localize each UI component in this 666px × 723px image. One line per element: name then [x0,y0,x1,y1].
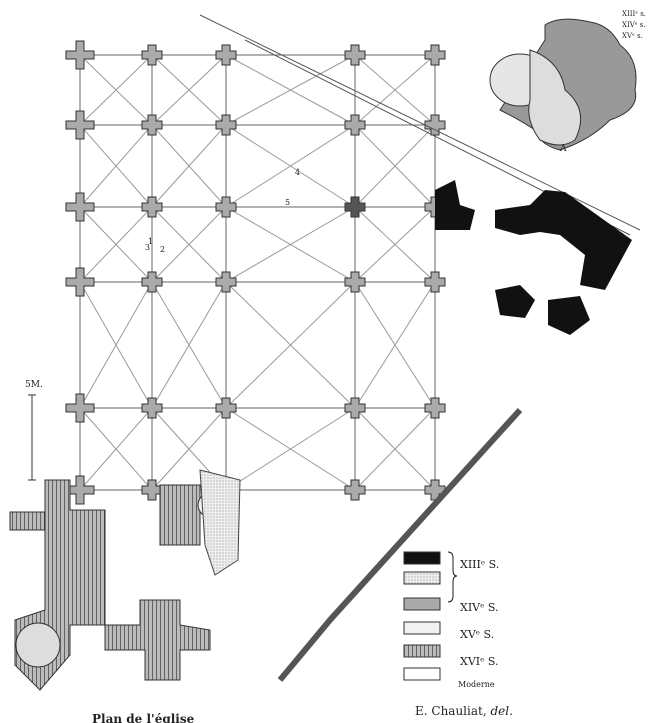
diagonal-rib [354,54,436,126]
diagonal-rib [79,281,153,409]
pier [424,271,446,293]
pier [65,40,95,70]
pier [215,397,237,419]
diagonal-rib [151,281,227,409]
pier [65,475,95,505]
diagonal-rib [151,124,227,208]
plan-number-4: 4 [295,168,301,177]
legend-label-14th: XIVᵉ S. [460,601,499,614]
credit-name: E. Chauliat, [415,704,487,718]
inset-legend-2: XIVᵉ s. [622,21,646,29]
pier [65,393,95,423]
scale-bar [28,394,36,481]
pier [344,479,366,501]
diagonal-rib [151,54,227,126]
spiral-stair [15,622,61,668]
plan-number-2: 2 [160,245,166,254]
pier [344,196,366,218]
scale-label: 5M. [25,380,43,390]
legend-swatch-light [403,621,441,635]
legend-label-15th: XVᵉ S. [460,628,495,641]
pier [141,397,163,419]
plan-number-1: 1 [148,237,154,246]
diagonal-rib [151,407,227,491]
pier [141,44,163,66]
legend-swatch-white [403,667,441,681]
diagonal-rib [79,54,153,126]
pier [344,397,366,419]
pier [141,114,163,136]
pier [65,267,95,297]
pier [141,196,163,218]
pier [424,397,446,419]
diagonal-rib [225,54,356,126]
legend-brace [447,551,458,603]
pier [424,114,446,136]
inset-mark: A [560,144,567,154]
pier [65,110,95,140]
plan-number-3: 3 [145,243,151,252]
plan-title: Plan de l'église [92,712,195,723]
pier [344,44,366,66]
credit: E. Chauliat, del. [415,704,513,718]
diagonal-rib [225,206,356,283]
pier [424,44,446,66]
diagonal-rib [79,124,153,208]
legend-swatch-dotted [403,571,441,585]
diagonal-rib [225,407,356,491]
chapel-13th-century [435,180,632,335]
legend-label-16th: XVIᵉ S. [460,655,499,668]
legend-swatch-grey [403,597,441,611]
legend-swatch-black [403,551,441,565]
legend-label-modern: Moderne [458,680,495,689]
diagonal-rib [354,281,436,409]
legend-swatches [403,551,441,681]
pier [344,271,366,293]
plan-number-5: 5 [285,198,291,207]
legend-label-13th: XIIIᵉ S. [460,558,500,571]
diagonal-rib [79,407,153,491]
diagonal-rib [225,281,356,409]
chapel-dotted [199,469,241,576]
diagonal-rib [151,206,227,283]
diagonal-rib [225,124,356,208]
pier [215,44,237,66]
pier [141,271,163,293]
inset-legend-1: XIIIᵉ s. [622,10,647,18]
vault-grid [79,54,436,491]
diagonal-rib [354,206,436,283]
diagonal-rib [79,206,153,283]
piers [65,40,446,505]
pier [65,192,95,222]
credit-suffix: del. [490,704,513,718]
pier [344,114,366,136]
pier [215,114,237,136]
east-wall [277,407,523,682]
diagonal-rib [354,124,436,208]
pier [215,196,237,218]
pier [141,479,163,501]
legend-swatch-hatched [403,644,441,658]
inset-plan [489,18,637,151]
inset-legend-3: XVᵉ s. [622,32,643,40]
pier [215,271,237,293]
diagonal-rib [354,407,436,491]
